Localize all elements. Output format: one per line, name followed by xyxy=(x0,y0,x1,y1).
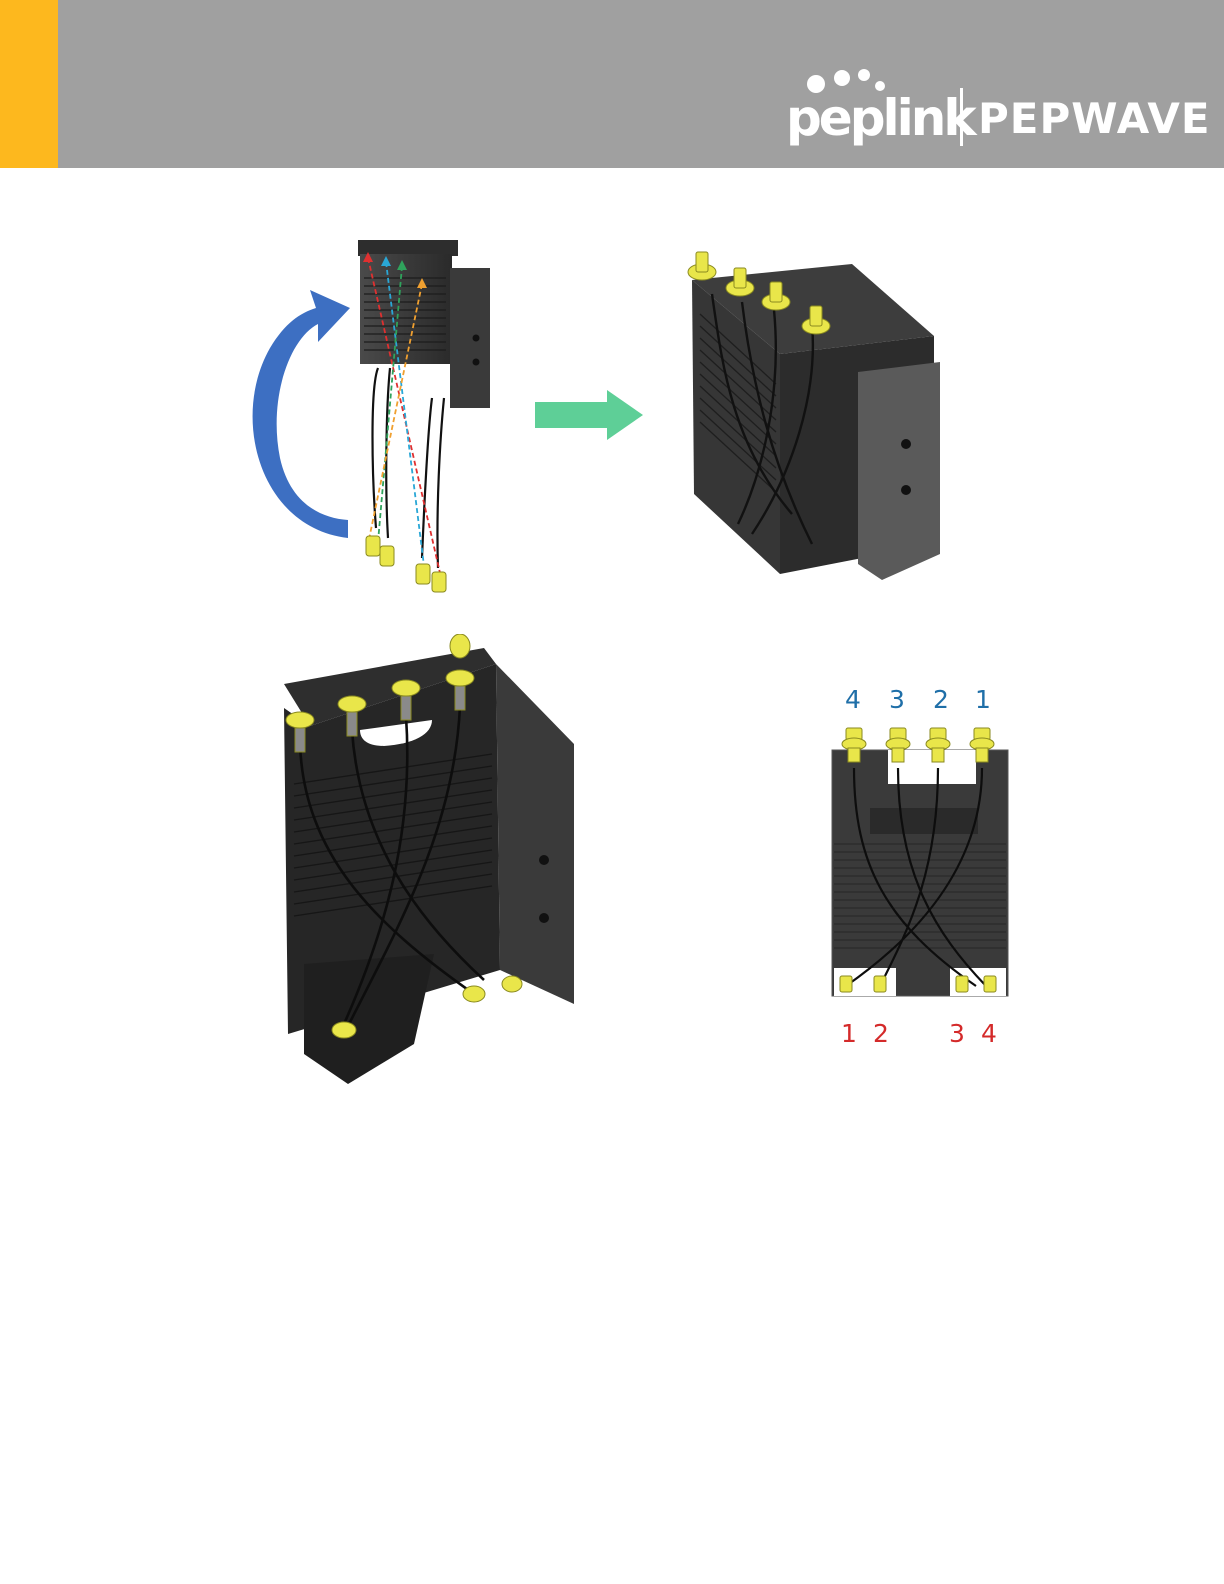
brand-logo: peplink PEPWAVE xyxy=(786,60,1196,156)
rotate-arrow-icon xyxy=(253,290,350,538)
cable-routing-diagram xyxy=(240,228,500,598)
port-label-bottom-4: 4 xyxy=(974,1020,1004,1048)
mounted-connectors-device xyxy=(672,244,952,584)
next-step-arrow-icon xyxy=(535,390,645,440)
logo-pepwave-text: PEPWAVE xyxy=(978,94,1211,144)
port-label-bottom-2: 2 xyxy=(866,1020,896,1048)
port-label-top-1: 1 xyxy=(968,686,998,714)
logo-divider xyxy=(960,88,963,146)
port-map-figure: 4 3 2 1 xyxy=(826,680,1016,1052)
logo-peplink-text: peplink xyxy=(786,88,974,148)
port-label-top-4: 4 xyxy=(838,686,868,714)
port-label-top-2: 2 xyxy=(926,686,956,714)
port-label-top-3: 3 xyxy=(882,686,912,714)
port-label-bottom-3: 3 xyxy=(942,1020,972,1048)
header-accent-block xyxy=(0,0,58,168)
rear-view-device xyxy=(264,634,584,1094)
port-map-device xyxy=(826,724,1016,1004)
device-body xyxy=(358,240,490,408)
port-label-bottom-1: 1 xyxy=(834,1020,864,1048)
loose-connectors xyxy=(366,536,446,592)
